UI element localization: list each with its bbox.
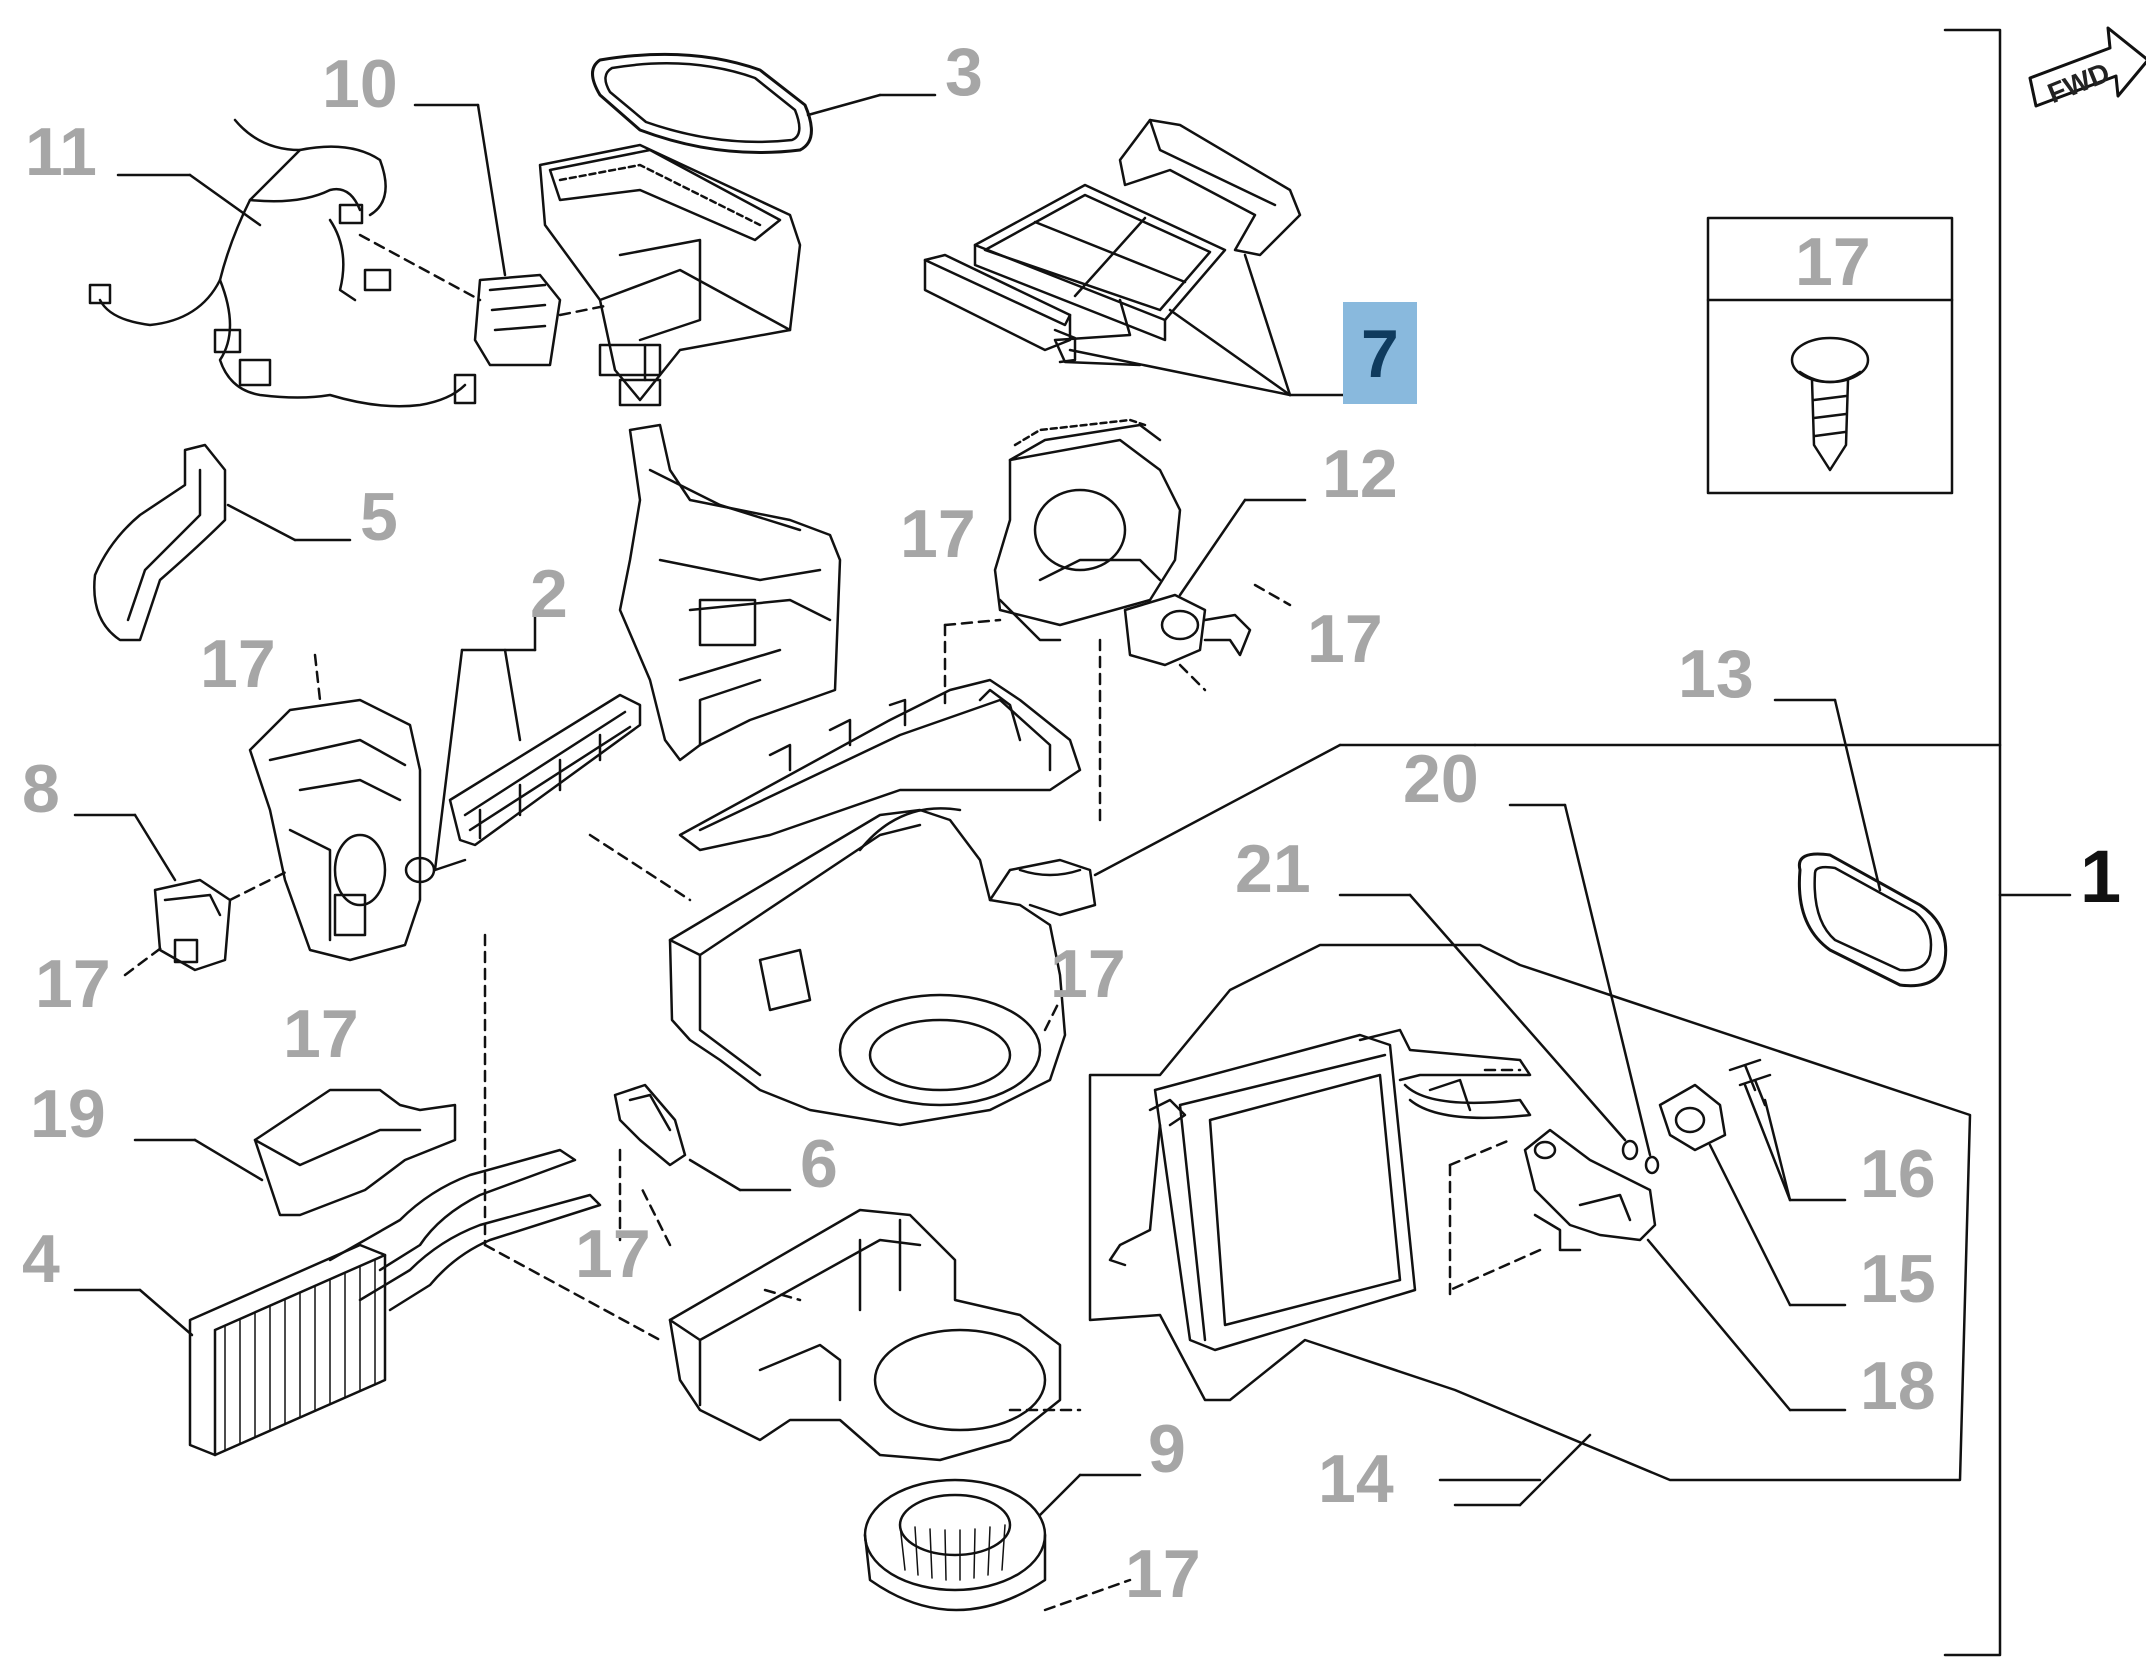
callout-19: 19	[30, 1076, 106, 1152]
callout-4: 4	[22, 1221, 60, 1297]
part-3-gasket	[591, 52, 937, 154]
upper-housing	[538, 143, 802, 407]
part-13-seal	[1773, 698, 1948, 988]
callout-13: 13	[1678, 636, 1754, 712]
part-6-clip	[613, 1083, 792, 1242]
callout-17-center: 17	[1050, 936, 1126, 1012]
fastener-detail-box	[1706, 216, 1954, 495]
callout-6: 6	[800, 1126, 838, 1202]
part-5-duct	[93, 443, 352, 642]
left-side-housing	[248, 653, 422, 962]
callout-17-detail-box: 17	[1795, 224, 1871, 300]
callout-17-upper-right: 17	[1307, 601, 1383, 677]
callout-18: 18	[1860, 1348, 1936, 1424]
leader-lines	[638, 998, 1592, 1507]
part-21-oring	[1338, 893, 1639, 1161]
callout-3: 3	[945, 34, 983, 110]
mid-duct-plate	[678, 678, 1082, 852]
callout-20: 20	[1403, 741, 1479, 817]
part-7-cabin-filter	[923, 118, 1347, 397]
main-lower-housing	[588, 743, 2002, 1127]
blower-housing	[668, 1208, 1062, 1462]
part-4-heater-core	[73, 933, 662, 1457]
part-8-actuator	[73, 813, 292, 977]
callout-17-upper-center: 17	[900, 496, 976, 572]
part-2-door-assembly	[404, 608, 642, 884]
part-14-evaporator	[1088, 943, 1972, 1482]
part-20-oring	[1508, 803, 1660, 1175]
part-10-control-module	[413, 103, 612, 367]
part-18-expansion-block	[1448, 1128, 1847, 1412]
callout-17-lower-center: 17	[575, 1216, 651, 1292]
callout-7-selected[interactable]: 7	[1343, 302, 1417, 404]
callout-17-left-bottom: 17	[283, 996, 359, 1072]
fwd-arrow-icon: FWD	[2028, 26, 2146, 109]
part-11-wiring-harness	[88, 118, 482, 408]
part-16-bolts	[1728, 1058, 1847, 1202]
callout-14: 14	[1318, 1441, 1394, 1517]
callout-17-left-upper: 17	[200, 626, 276, 702]
part-15-valve	[1658, 1083, 1847, 1307]
part-9-blower-motor	[863, 1473, 1142, 1612]
assembly-bracket	[1943, 28, 2072, 1657]
distribution-housing	[618, 423, 842, 762]
callout-21: 21	[1235, 831, 1311, 907]
callout-9: 9	[1148, 1411, 1186, 1487]
callout-16: 16	[1860, 1136, 1936, 1212]
callout-11: 11	[25, 114, 97, 190]
callout-17-left-lower: 17	[35, 946, 111, 1022]
callout-8: 8	[22, 751, 60, 827]
callout-15: 15	[1860, 1241, 1936, 1317]
callout-5: 5	[360, 479, 398, 555]
part-19-cover	[133, 1088, 457, 1217]
callout-1: 1	[2080, 835, 2122, 918]
part-12-blend-door-module	[943, 418, 1307, 822]
callout-2: 2	[530, 556, 568, 632]
callout-17-bottom: 17	[1125, 1536, 1201, 1612]
callout-10: 10	[322, 46, 398, 122]
callout-12: 12	[1322, 436, 1398, 512]
